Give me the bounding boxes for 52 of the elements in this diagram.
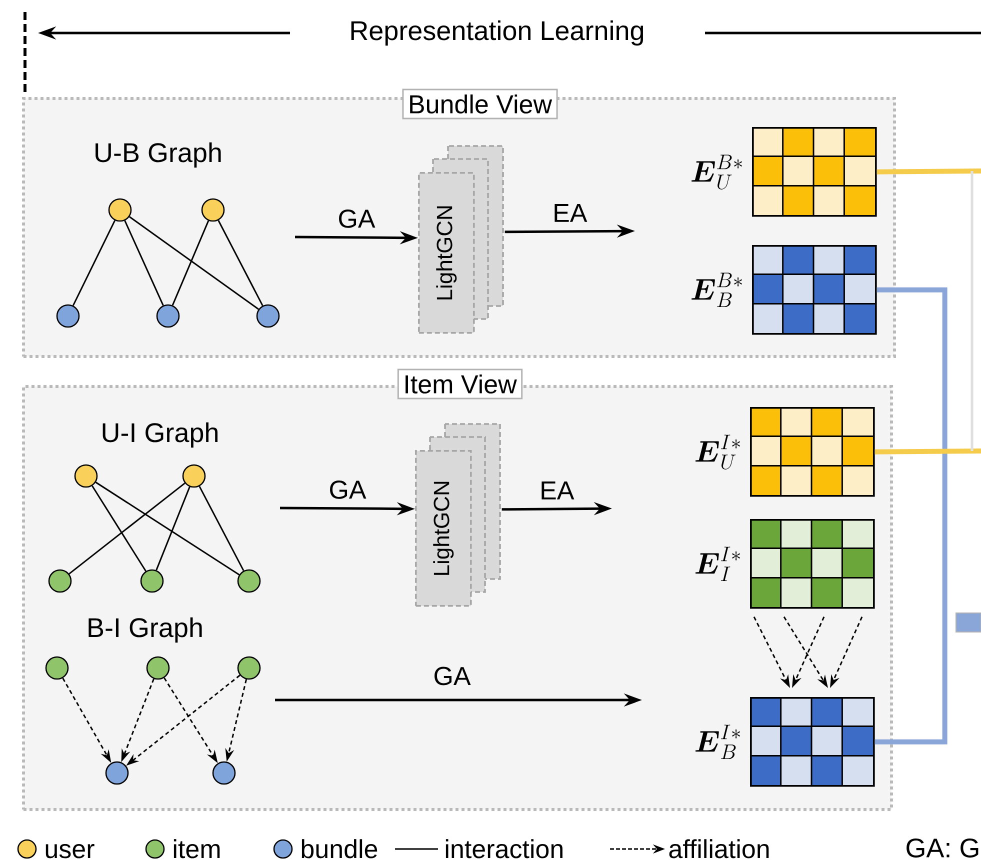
formula-label: $\boldsymbol{E}_{U}^{B*}$: [691, 154, 742, 190]
graph-node: [108, 198, 132, 222]
panel-heading: Bundle View: [402, 88, 558, 120]
edge-label: GA: [339, 210, 376, 228]
text-label: GA: G: [906, 838, 978, 858]
connector-line: [68, 482, 186, 574]
graph-node: [146, 656, 170, 680]
graph-node: [182, 464, 206, 488]
formula-label: $\boldsymbol{E}_{I}^{I*}$: [695, 546, 740, 582]
legend-text: user: [46, 844, 94, 858]
graph-node: [212, 761, 236, 785]
connector-line: [198, 486, 244, 572]
connector-line: [874, 448, 981, 454]
connector-line: [876, 168, 981, 174]
graph-title: U-B Graph: [96, 142, 221, 168]
legend-text: affiliation: [669, 839, 769, 858]
connector-line: [72, 220, 116, 306]
text-label: Representation Learning: [351, 20, 644, 46]
text-label: GA: [434, 666, 471, 686]
graph-node: [45, 656, 69, 680]
graph-node: [256, 304, 280, 328]
connector-line: [95, 482, 240, 576]
layer-stack: LightGCN: [418, 145, 504, 334]
legend-text: interaction: [446, 839, 562, 858]
connector-line: [218, 220, 264, 306]
connector-line: [156, 486, 190, 570]
graph-node: [156, 304, 180, 328]
connector-line: [92, 485, 146, 572]
layer-stack: LightGCN: [415, 423, 501, 607]
graph-node: [140, 569, 164, 593]
graph-title: B-I Graph: [88, 617, 202, 643]
graph-node: [56, 304, 80, 328]
formula-label: $\boldsymbol{E}_{B}^{B*}$: [691, 272, 742, 308]
legend-text: bundle: [302, 839, 378, 858]
graph-title: U-I Graph: [102, 422, 218, 448]
edge-label: EA: [542, 482, 574, 500]
connector-line: [129, 216, 259, 310]
formula-label: $\boldsymbol{E}_{U}^{I*}$: [695, 434, 740, 470]
edge-label: EA: [554, 204, 588, 222]
connector-line: [124, 220, 164, 306]
graph-node: [48, 569, 72, 593]
legend-text: item: [174, 839, 220, 858]
graph-node: [201, 198, 225, 222]
graph-node: [105, 761, 129, 785]
graph-node: [74, 464, 98, 488]
edge-label: GA: [330, 480, 366, 499]
connector-line: [874, 287, 948, 744]
graph-node: [237, 656, 261, 680]
formula-label: $\boldsymbol{E}_{B}^{I*}$: [695, 724, 740, 760]
connector-line: [172, 220, 210, 306]
panel-heading: Item View: [397, 368, 523, 400]
graph-node: [237, 569, 261, 593]
